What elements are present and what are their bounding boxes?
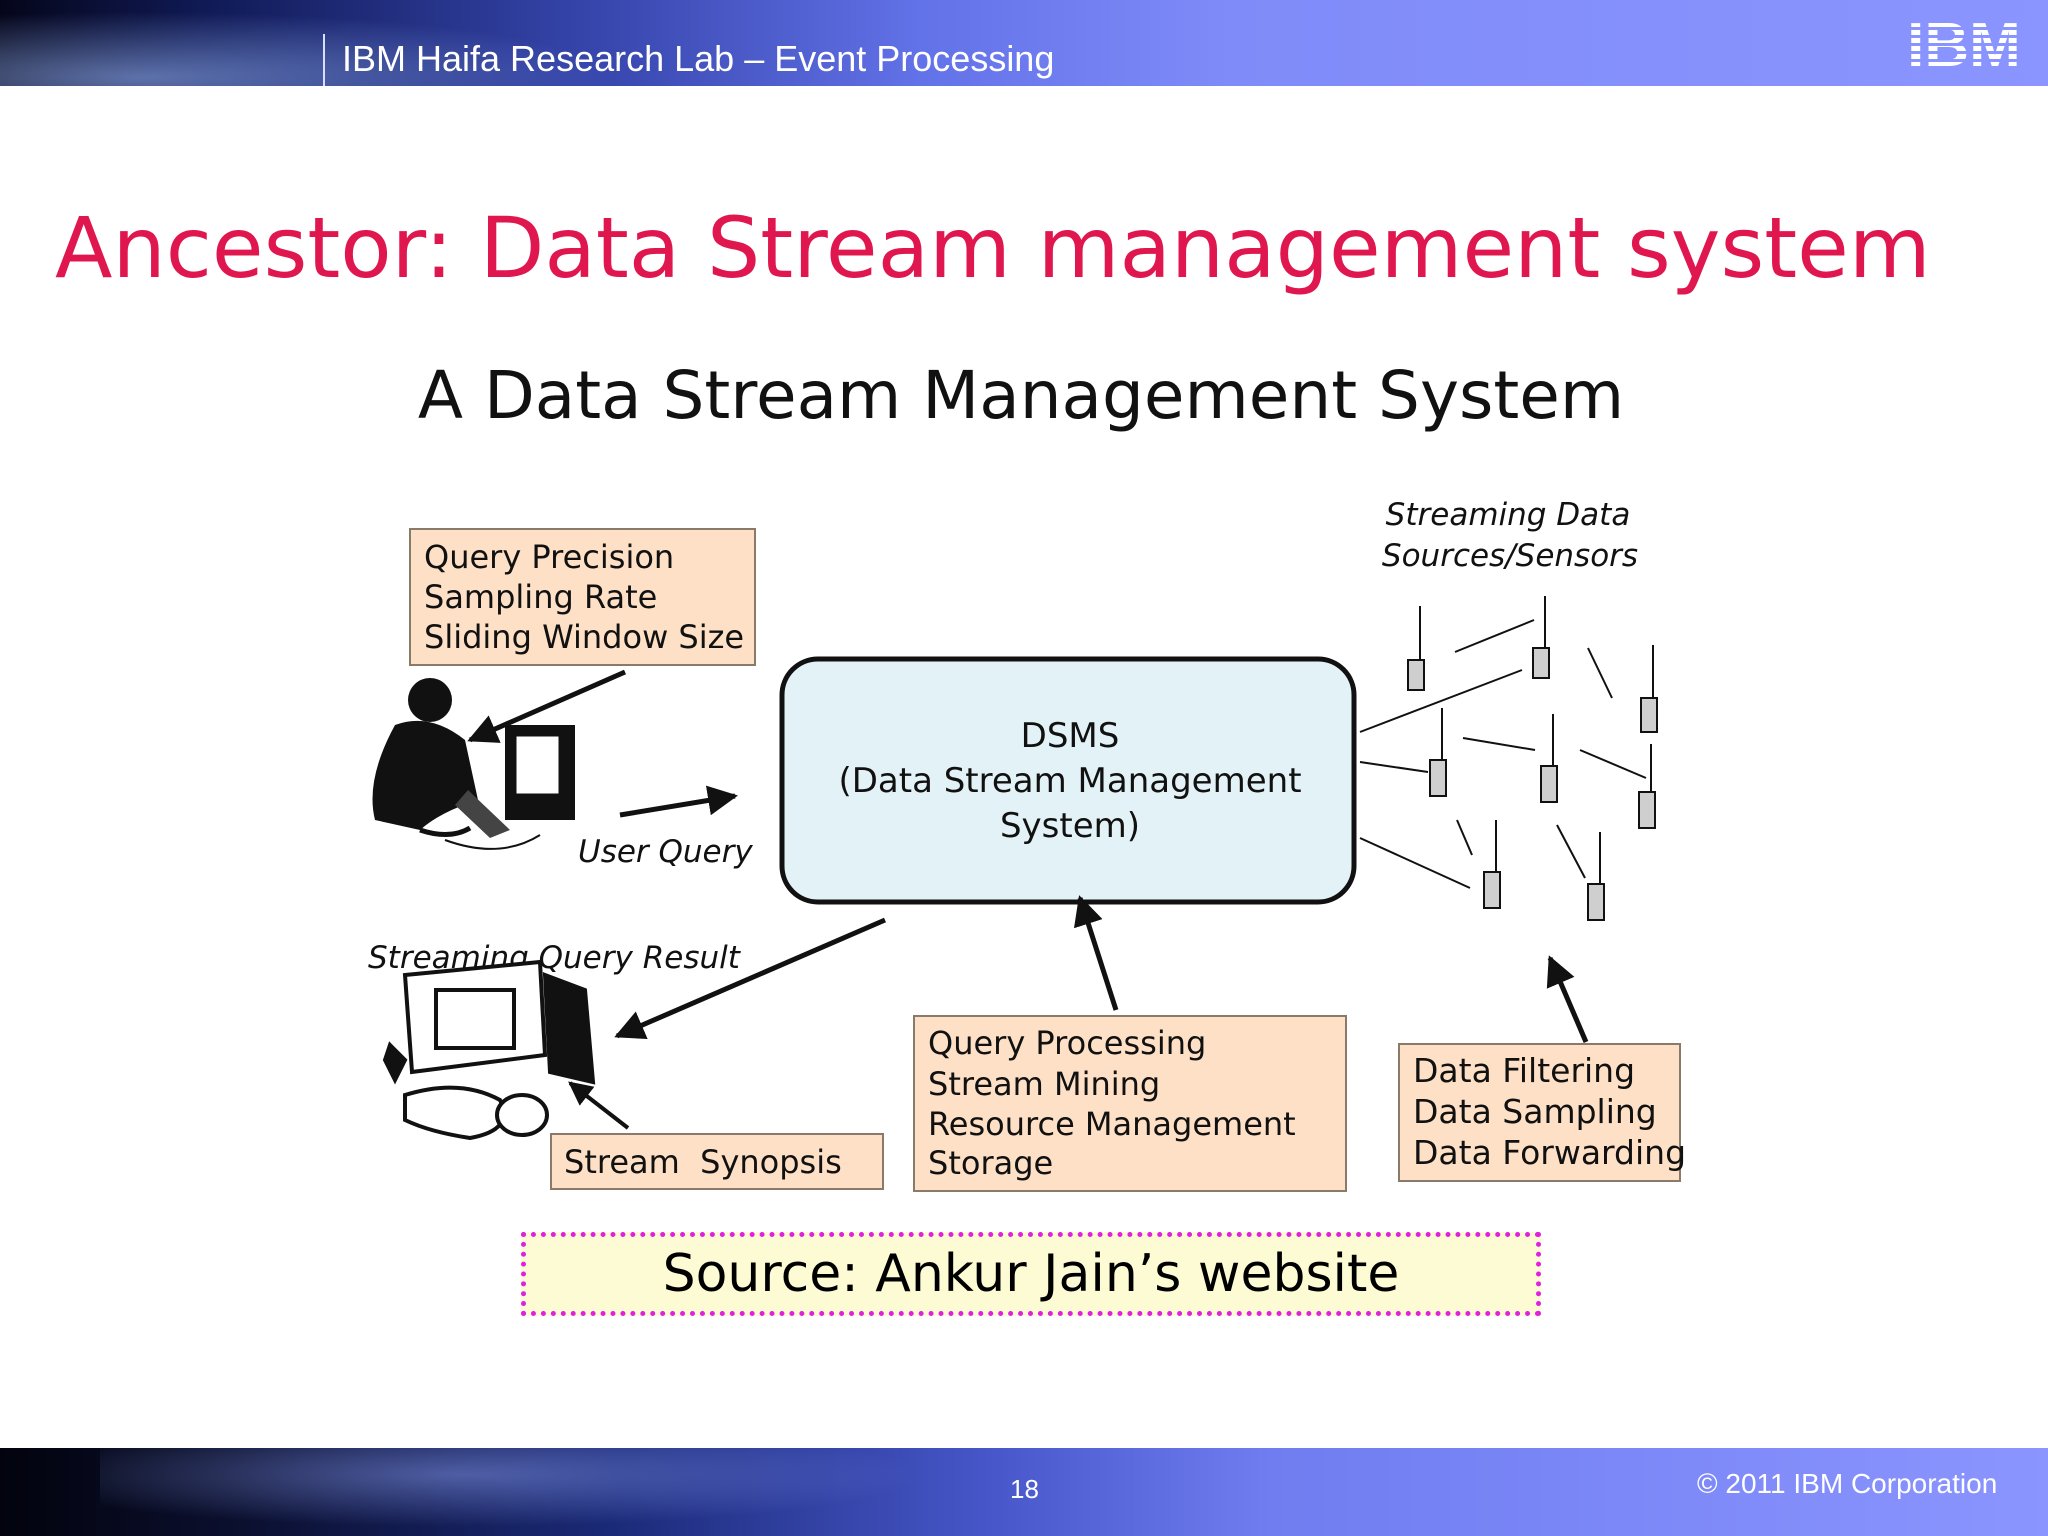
diagram-title: A Data Stream Management System — [418, 357, 1624, 434]
processing-box — [913, 1015, 1347, 1192]
filtering-arrow — [1546, 955, 1589, 1043]
filtering-line1: Data Filtering — [1413, 1051, 1635, 1090]
slide-title: Ancestor: Data Stream management system — [55, 199, 1931, 297]
ibm-logo: IBM — [1907, 14, 2021, 70]
synopsis-arrow — [568, 1081, 630, 1130]
header-bar: IBM Haifa Research Lab – Event Processin… — [0, 0, 2048, 86]
query-params-line3: Sliding Window Size — [424, 618, 744, 656]
source-citation: Source: Ankur Jain’s website — [521, 1232, 1541, 1316]
query-params-box — [409, 528, 756, 666]
synopsis-box — [550, 1133, 884, 1190]
query-params-line1: Query Precision — [424, 538, 674, 576]
header-glow — [0, 0, 700, 86]
dsms-line1: DSMS — [1021, 716, 1120, 756]
result-computer-icon — [382, 959, 596, 1141]
dsms-line2: (Data Stream Management — [838, 761, 1301, 801]
params-to-user-arrow — [467, 669, 627, 743]
page-number: 18 — [1010, 1474, 1039, 1504]
sensors-label-line2: Sources/Sensors — [1382, 538, 1638, 574]
synopsis-label: Stream Synopsis — [564, 1143, 842, 1181]
header-divider — [323, 34, 325, 86]
processing-line1: Query Processing — [928, 1024, 1206, 1062]
user-query-label: User Query — [578, 834, 753, 870]
result-arrow — [614, 917, 886, 1040]
processing-line2: Stream Mining — [928, 1065, 1160, 1103]
header-title: IBM Haifa Research Lab – Event Processin… — [342, 38, 1055, 79]
footer-bar: 18 © 2011 IBM Corporation — [0, 1448, 2048, 1536]
processing-line4: Storage — [928, 1144, 1053, 1182]
dsms-line3: System) — [1000, 806, 1140, 846]
sensors-label-line1: Streaming Data — [1386, 497, 1631, 533]
filtering-box — [1398, 1043, 1681, 1182]
filtering-line2: Data Sampling — [1413, 1092, 1657, 1131]
user-query-arrow — [619, 785, 738, 818]
processing-arrow — [1073, 895, 1119, 1011]
query-params-line2: Sampling Rate — [424, 578, 657, 616]
filtering-line3: Data Forwarding — [1413, 1133, 1686, 1172]
ibm-logo-text: IBM — [1907, 14, 2021, 70]
sensor-network-icon — [1359, 596, 1658, 921]
user-at-computer-icon — [372, 678, 575, 850]
footer-glow — [100, 1448, 1000, 1536]
dsms-box — [779, 656, 1357, 905]
result-label: Streaming Query Result — [368, 940, 742, 976]
processing-line3: Resource Management — [928, 1105, 1296, 1143]
copyright: © 2011 IBM Corporation — [1697, 1468, 1998, 1499]
